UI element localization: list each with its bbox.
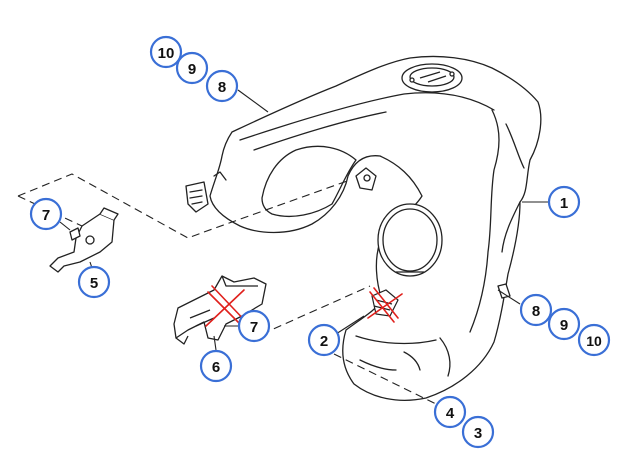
callout-label: 3: [474, 425, 482, 442]
callout-5: 5: [77, 265, 111, 299]
callout-7-left: 7: [29, 197, 63, 231]
callout-label: 8: [218, 79, 226, 96]
callout-label: 10: [158, 45, 175, 62]
callout-label: 9: [188, 61, 196, 78]
callout-8-right: 8: [519, 293, 553, 327]
leader-lines: [17, 89, 548, 405]
callout-label: 6: [212, 359, 220, 376]
callout-6: 6: [199, 349, 233, 383]
callout-3: 3: [461, 415, 495, 449]
callout-label: 9: [560, 317, 568, 334]
callout-10-right: 10: [577, 323, 611, 357]
callout-label: 8: [532, 303, 540, 320]
callout-label: 1: [560, 195, 568, 212]
callout-1: 1: [547, 185, 581, 219]
callout-label: 5: [90, 275, 98, 292]
callout-10-top: 10: [149, 35, 183, 69]
callout-4: 4: [433, 395, 467, 429]
callout-label: 7: [42, 207, 50, 224]
fuel-tank-illustration: [185, 55, 542, 401]
callout-label: 7: [250, 319, 258, 336]
callout-label: 10: [586, 333, 602, 349]
callout-9-top: 9: [175, 51, 209, 85]
callout-8-top: 8: [205, 69, 239, 103]
bracket-icon: [49, 207, 119, 273]
callout-label: 2: [320, 333, 328, 350]
callout-label: 4: [446, 405, 455, 422]
filler-cap-icon: [401, 63, 463, 93]
callout-7-mid: 7: [237, 309, 271, 343]
callout-9-right: 9: [547, 307, 581, 341]
callout-2: 2: [307, 323, 341, 357]
